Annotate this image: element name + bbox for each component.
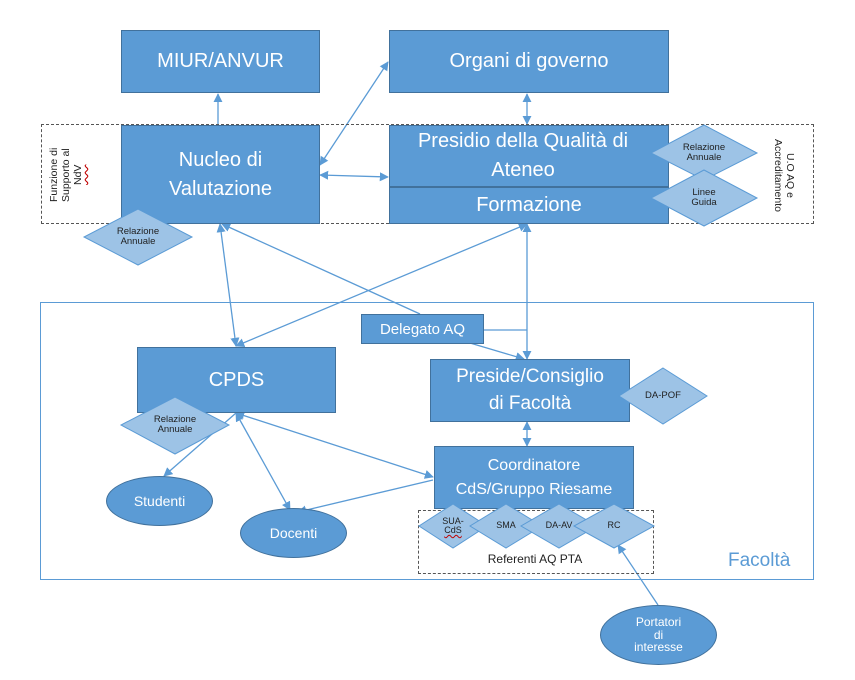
- sma-text: SMA: [496, 520, 516, 531]
- nucleo-relazione-diamond: [82, 208, 194, 266]
- daav-diamond: [520, 503, 598, 549]
- rc-diamond: [572, 503, 656, 549]
- line-delegato-nucleo: [221, 223, 421, 315]
- rc-label: RC: [594, 518, 634, 534]
- formazione-box: Formazione: [389, 187, 669, 224]
- nucleo-relazione-label: Relazione Annuale: [98, 222, 178, 252]
- arrow-portatori-rc: [617, 544, 659, 606]
- daav-text: DA-AV: [545, 520, 573, 531]
- cpds-relazione-line-2: Annuale: [157, 424, 193, 435]
- sua-line-2: CdS: [444, 525, 462, 535]
- presidio-qualita-box: Presidio della Qualità di Ateneo: [389, 125, 669, 187]
- dapof-diamond: [618, 367, 708, 425]
- portatori-line-2: di: [653, 627, 664, 642]
- portatori-line-3: interesse: [634, 640, 683, 655]
- nucleo-relazione-line-2: Annuale: [120, 236, 156, 247]
- cpds-relazione-line-1: Relazione: [153, 414, 197, 426]
- nucleo-valutazione-box: Nucleo di Valutazione: [121, 125, 320, 224]
- studenti-oval: Studenti: [106, 476, 213, 526]
- nucleo-line-2: Valutazione: [168, 177, 273, 200]
- presidio-linee-label: Linee Guida: [664, 183, 744, 213]
- portatori-interesse-oval: Portatori di interesse: [600, 605, 717, 665]
- arrow-presidio-cpds: [235, 222, 528, 348]
- presidio-relazione-line-2: Annuale: [686, 152, 722, 163]
- presidio-line-1: Presidio della Qualità di: [417, 130, 629, 152]
- presidio-linee-line-1: Linee: [692, 187, 716, 199]
- preside-line-2: di Facoltà: [488, 392, 572, 414]
- facolta-frame: [40, 302, 814, 580]
- uo-line-2: Accreditamento: [772, 138, 785, 212]
- dapof-label: DA-POF: [633, 388, 693, 404]
- preside-consiglio-box: Preside/Consiglio di Facoltà: [430, 359, 630, 422]
- delegato-aq-label: Delegato AQ: [379, 320, 466, 338]
- arrow-cpds-docenti: [235, 412, 291, 511]
- formazione-label: Formazione: [476, 194, 582, 216]
- coordinatore-line-2: CdS/Gruppo Riesame: [455, 480, 613, 498]
- coordinatore-line-1: Coordinatore: [487, 457, 581, 475]
- referenti-aq-pta-label: Referenti AQ PTA: [487, 552, 583, 566]
- organi-governo-box: Organi di governo: [389, 30, 669, 93]
- nucleo-line-1: Nucleo di: [178, 148, 263, 171]
- dapof-text: DA-POF: [645, 390, 681, 402]
- sma-diamond: [469, 503, 543, 549]
- delegato-aq-box: Delegato AQ: [361, 314, 484, 344]
- miur-anvur-box: MIUR/ANVUR: [121, 30, 320, 93]
- preside-line-1: Preside/Consiglio: [456, 365, 604, 387]
- cpds-relazione-diamond: [119, 396, 231, 455]
- sua-diamond: [418, 503, 488, 549]
- presidio-relazione-line-1: Relazione: [682, 142, 726, 154]
- arrow-coordinatore-docenti: [297, 479, 434, 515]
- docenti-label: Docenti: [269, 525, 318, 541]
- presidio-linee-line-2: Guida: [691, 197, 717, 208]
- docenti-oval: Docenti: [240, 508, 347, 558]
- miur-anvur-label: MIUR/ANVUR: [157, 50, 284, 72]
- cpds-label: CPDS: [208, 368, 265, 391]
- presidio-linee-diamond: [649, 169, 759, 227]
- arrow-delegato-preside: [469, 342, 525, 362]
- nucleo-relazione-line-1: Relazione: [116, 226, 160, 238]
- sma-label: SMA: [486, 518, 526, 534]
- cpds-relazione-label: Relazione Annuale: [135, 410, 215, 440]
- daav-label: DA-AV: [537, 518, 581, 534]
- portatori-line-1: Portatori: [635, 615, 682, 630]
- arrow-nucleo-organi: [319, 61, 389, 166]
- organi-governo-label: Organi di governo: [449, 50, 609, 72]
- rc-text: RC: [607, 520, 621, 531]
- referenti-dashed-group: [418, 510, 654, 574]
- presidio-relazione-label: Relazione Annuale: [664, 138, 744, 168]
- uo-line-1: U.O AQ e: [784, 152, 797, 198]
- presidio-line-2: Ateneo: [491, 159, 555, 181]
- sua-line-1: SUA-: [442, 515, 464, 526]
- arrow-nucleo-presidio: [319, 170, 389, 182]
- uo-aq-label: U.O AQ e Accreditamento: [772, 130, 796, 220]
- arrow-nucleo-cpds: [216, 223, 240, 347]
- sua-label: SUA- CdS: [433, 512, 473, 540]
- studenti-label: Studenti: [133, 493, 186, 509]
- facolta-label: Facoltà: [728, 550, 791, 571]
- coordinatore-cds-box: Coordinatore CdS/Gruppo Riesame: [434, 446, 634, 509]
